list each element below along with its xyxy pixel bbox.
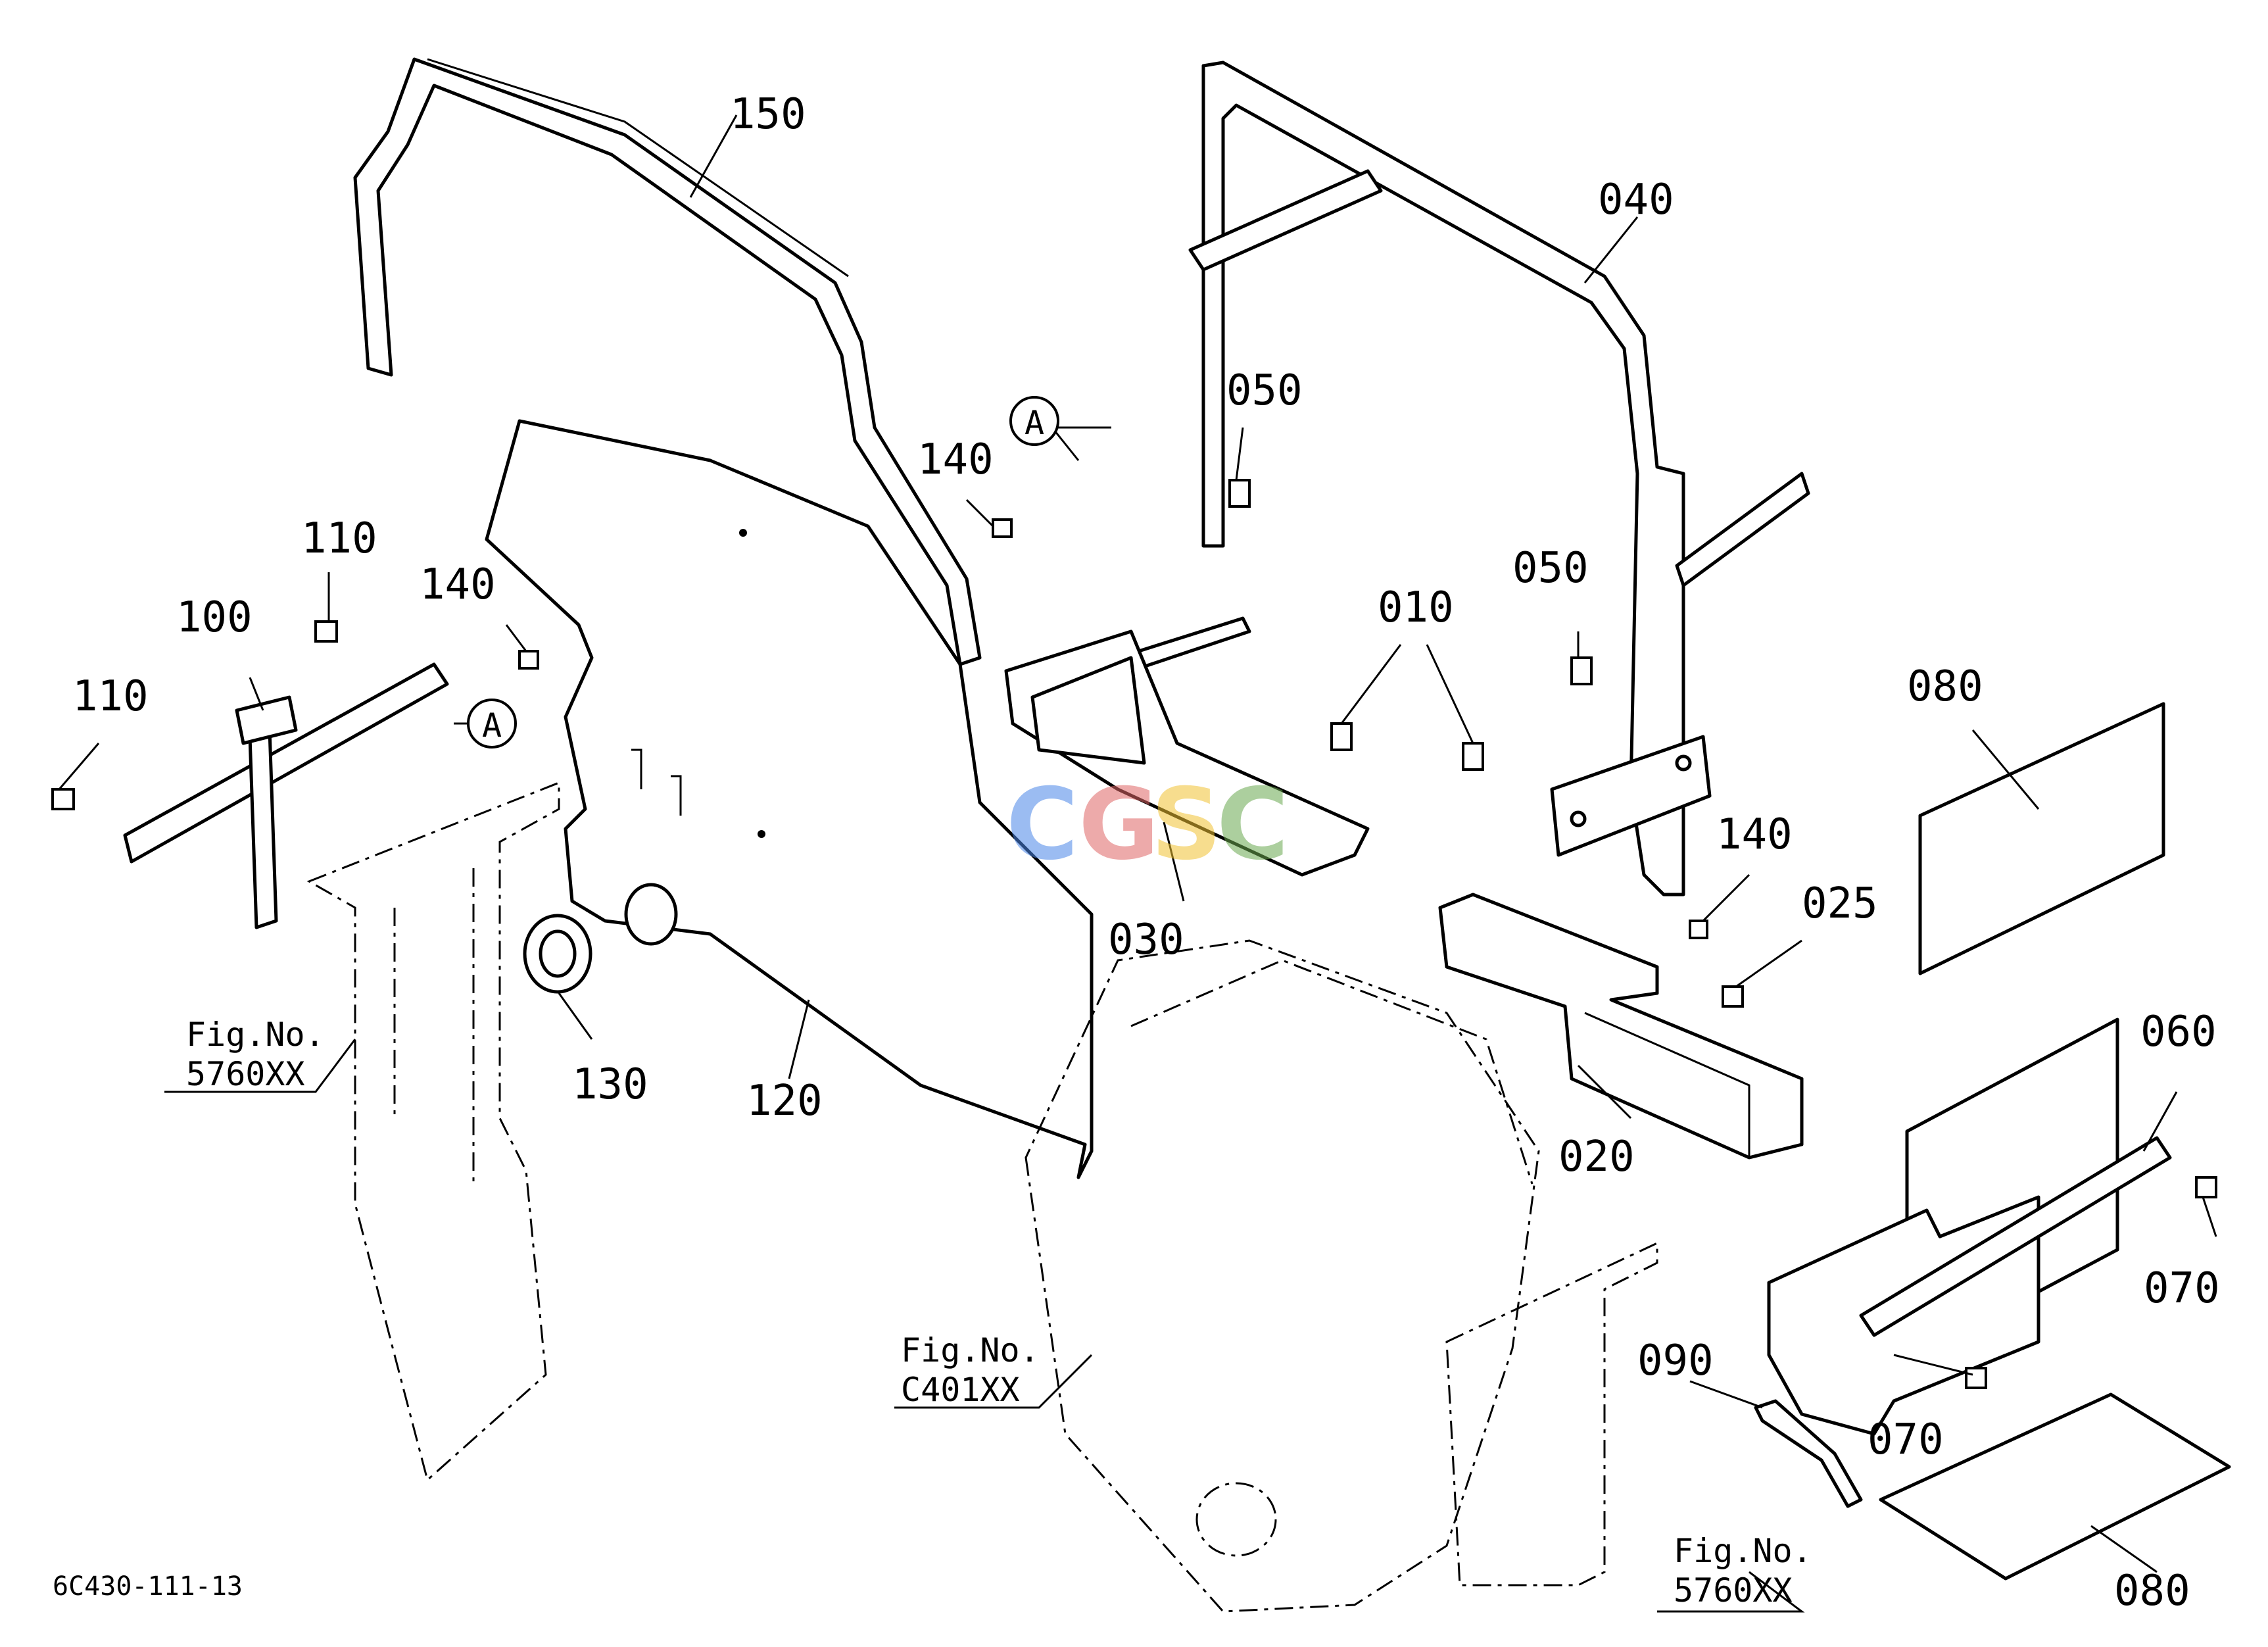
watermark-letter-c2: C [1217,768,1289,882]
fig-ref-right-label: Fig.No. [1674,1532,1812,1570]
side-panel-120 [485,419,1094,1179]
fig-ref-left: Fig.No. 5760XX [186,1016,325,1093]
pad-080-upper [1918,702,2165,975]
support-bracket-030 [1004,629,1370,877]
watermark-letter-g: G [1078,768,1159,882]
watermark-letter-s: S [1151,768,1222,882]
label-025: 025 [1802,879,1878,928]
label-050-upper: 050 [1226,366,1303,415]
label-140-left: 140 [420,560,496,609]
label-130: 130 [572,1060,648,1109]
cover-plate-060 [1767,1018,2172,1436]
callout-a-upper-text: A [1025,404,1044,442]
watermark-logo: C G S C [1006,768,1289,882]
grommet-130 [523,914,592,994]
fig-ref-left-label: Fig.No. [186,1016,325,1054]
drawing-code: 6C430-111-13 [53,1571,243,1602]
label-080-upper: 080 [1907,662,1983,711]
label-080-lower: 080 [2114,1567,2190,1615]
watermark-letter-c1: C [1006,768,1078,882]
mount-bracket-020 [1438,893,1804,1160]
fig-ref-left-number: 5760XX [186,1055,305,1093]
clutch-housing-ref [1025,939,1540,1613]
label-150: 150 [730,90,806,139]
callout-a-left: A [467,699,517,749]
label-070-lower: 070 [1868,1415,1944,1464]
fig-ref-right: Fig.No. 5760XX [1674,1532,1812,1610]
label-140-upper: 140 [917,435,994,484]
fig-ref-center: Fig.No. C401XX [901,1331,1040,1409]
label-110-upper: 110 [301,514,377,563]
fig-ref-center-number: C401XX [901,1371,1020,1409]
label-120: 120 [746,1077,823,1125]
label-040: 040 [1598,176,1674,224]
part-labels: 150 040 050 050 140 140 140 110 110 100 … [72,90,2220,1615]
fig-ref-center-label: Fig.No. [901,1331,1040,1369]
label-050-right: 050 [1512,544,1589,593]
main-frame-040 [1116,61,1810,897]
fig-ref-right-number: 5760XX [1674,1571,1793,1610]
label-090: 090 [1637,1337,1714,1385]
label-060: 060 [2140,1008,2217,1056]
right-frame-ref [1445,1241,1658,1586]
bracket-100 [123,662,449,929]
label-140-right: 140 [1716,810,1793,859]
label-110-left: 110 [72,672,149,721]
left-frame-ref [306,781,560,1482]
label-100: 100 [176,593,253,642]
strap-090 [1754,1399,1863,1508]
bolt-icon [51,479,2217,1389]
callout-a-upper: A [1009,396,1059,446]
label-030: 030 [1108,916,1184,964]
label-070-right: 070 [2144,1264,2220,1313]
pad-080-lower [1879,1392,2231,1581]
label-020: 020 [1558,1133,1635,1181]
callout-a-left-text: A [482,706,502,745]
label-010: 010 [1378,583,1454,632]
leader-lines [58,114,2217,1613]
